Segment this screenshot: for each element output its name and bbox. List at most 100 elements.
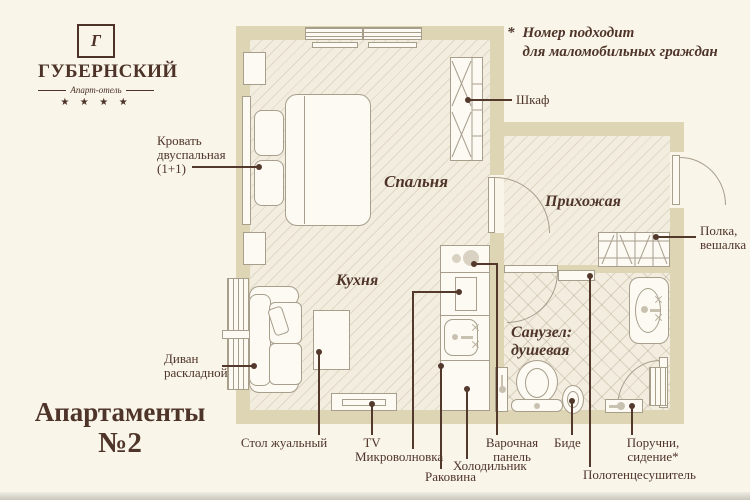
- hotel-subtitle: Апарт-отель: [70, 85, 122, 95]
- page-bottom-edge: [0, 492, 750, 500]
- kitchen-unit-divider-3: [441, 360, 489, 361]
- leader-wardrobe: [468, 99, 512, 101]
- callout-coffee-table: Стол жуальный: [240, 435, 328, 450]
- leader-fridge: [466, 389, 468, 459]
- bed-pillow-1: [254, 110, 284, 156]
- apartment-title-line1: Апартаменты: [34, 397, 206, 427]
- interior-door-leaf: [488, 177, 495, 233]
- wardrobe: [450, 57, 483, 161]
- leader-sofa: [222, 365, 254, 367]
- leader-dot-sofa: [251, 363, 257, 369]
- kitchen-window-crossbar: [222, 330, 252, 339]
- washbasin-drain: [641, 306, 648, 313]
- leader-dot-microwave: [456, 289, 462, 295]
- wall-bathroom-top: [558, 265, 670, 273]
- leader-dot-coffee-table: [316, 349, 322, 355]
- bedroom-window-mullion: [362, 28, 364, 39]
- leader-sink: [440, 366, 442, 469]
- accessibility-note-text: Номер подходит для маломобильных граждан: [522, 25, 718, 60]
- bed-headboard: [242, 96, 251, 225]
- kitchen-unit-divider-1: [441, 272, 489, 273]
- leader-coffee-table: [318, 352, 320, 435]
- callout-microwave: Микроволновка: [355, 449, 444, 464]
- leader-dot-shelf: [653, 234, 659, 240]
- kitchen-sink-faucet: [461, 336, 473, 339]
- toilet-bowl-inner: [525, 368, 549, 398]
- room-label-kitchen: Кухня: [336, 272, 379, 289]
- callout-bed: Кровать двуспальная (1+1): [157, 133, 226, 176]
- faucet-valve-icon: [471, 340, 480, 349]
- callout-hob: Варочная панель: [485, 435, 539, 464]
- nightstand-bottom: [243, 232, 266, 265]
- hotel-logo: Г ГУБЕРНСКИЙ Апарт-отель ★ ★ ★ ★: [38, 24, 178, 108]
- hob-burner-small: [452, 254, 461, 263]
- washbasin-faucet: [650, 309, 660, 312]
- leader-shelf: [656, 236, 696, 238]
- microwave: [455, 277, 477, 311]
- leader-bed: [192, 166, 259, 168]
- faucet-valve-icon: [654, 313, 663, 322]
- kitchen-sink-drain: [452, 334, 458, 340]
- apartment-title: Апартаменты №2: [15, 397, 225, 459]
- towel-rail: [558, 270, 595, 281]
- leader-microwave-v: [412, 291, 414, 449]
- hotel-emblem-icon: Г: [77, 24, 115, 58]
- leader-towel-rail: [589, 276, 591, 467]
- nightstand-top: [243, 52, 266, 85]
- faucet-valve-icon: [471, 323, 480, 332]
- callout-shelf: Полка, вешалка: [700, 223, 747, 252]
- shower-seat: [649, 367, 668, 406]
- grab-rail-stem: [501, 375, 503, 387]
- ornament-rule-right: [125, 89, 155, 91]
- entrance-door-leaf: [672, 155, 680, 205]
- leader-dot-bidet: [569, 398, 575, 404]
- hotel-name: ГУБЕРНСКИЙ: [38, 61, 178, 82]
- room-label-bathroom: Санузел: душевая: [511, 324, 573, 359]
- callout-sink: Раковина: [425, 469, 476, 484]
- leader-dot-sink: [438, 363, 444, 369]
- toilet-tank-button: [534, 403, 540, 409]
- window-sill-right: [368, 42, 417, 48]
- star-rating-icons: ★ ★ ★ ★: [60, 97, 132, 108]
- tv-screen: [342, 399, 386, 406]
- bed-blanket-fold: [304, 96, 305, 224]
- sofa-backrest: [249, 294, 271, 386]
- leader-microwave-h: [413, 291, 459, 293]
- leader-hob-v: [496, 263, 498, 435]
- handrail-knob: [617, 402, 625, 410]
- faucet-valve-icon: [654, 295, 663, 304]
- leader-dot-tv: [369, 401, 375, 407]
- leader-dot-towel-rail: [587, 273, 593, 279]
- leader-hob-h: [474, 263, 498, 265]
- kitchen-unit-divider-2: [441, 315, 489, 316]
- handrail-bar: [609, 405, 619, 408]
- leader-dot-hob: [471, 261, 477, 267]
- callout-wardrobe: Шкаф: [516, 92, 550, 107]
- leader-tv: [371, 404, 373, 435]
- window-sill-left: [312, 42, 358, 48]
- callout-towel-rail: Полотенцесушитель: [583, 467, 696, 482]
- leader-dot-bed: [256, 164, 262, 170]
- callout-handrails: Поручни, сидение*: [626, 435, 680, 464]
- callout-tv: TV: [363, 435, 381, 450]
- entrance-door-swing-arc: [680, 157, 726, 205]
- wall-right-lower: [670, 208, 684, 424]
- leader-dot-wardrobe: [465, 97, 471, 103]
- ornament-rule-left: [38, 89, 67, 91]
- apartment-title-line2: №2: [98, 427, 142, 459]
- leader-dot-fridge: [464, 386, 470, 392]
- hotel-subtitle-row: Апарт-отель: [38, 85, 155, 95]
- callout-bidet: Биде: [554, 435, 581, 450]
- sofa-seat-2: [269, 343, 302, 385]
- wall-right-upper: [670, 122, 684, 152]
- leader-dot-handrails: [629, 403, 635, 409]
- asterisk-mark: *: [507, 25, 515, 41]
- callout-fridge: Холодильник: [453, 458, 527, 473]
- wall-hallway-top: [504, 122, 684, 136]
- leader-bidet: [571, 401, 573, 435]
- grab-rail-knob: [499, 386, 506, 393]
- room-label-bedroom: Спальня: [384, 172, 448, 191]
- accessibility-note: * Номер подходит для маломобильных гражд…: [507, 24, 718, 62]
- bed-mattress: [285, 94, 371, 226]
- leader-handrails: [631, 406, 633, 435]
